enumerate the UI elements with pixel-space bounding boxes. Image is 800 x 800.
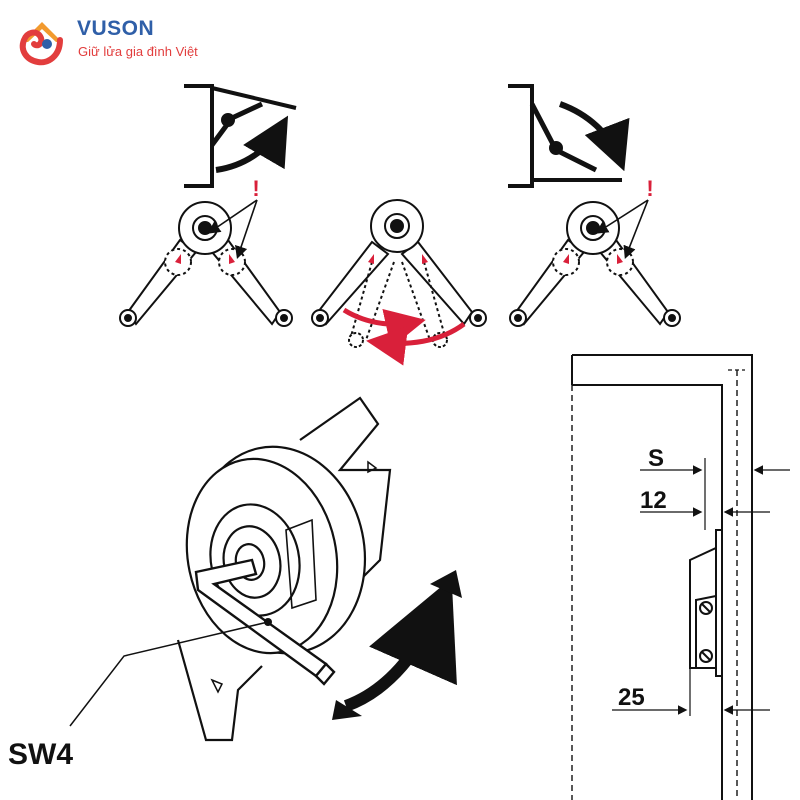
adjust-rotation-arrow-tail	[430, 570, 462, 598]
sw4-leader-line	[69, 621, 269, 727]
cabinet-section	[571, 354, 753, 800]
tool-size-label: SW4	[8, 738, 73, 771]
dimension-lines	[612, 458, 790, 716]
adjust-rotation-arrow	[343, 578, 457, 712]
adjust-rotation-arrow-head-bottom	[332, 700, 362, 720]
flap-close-icon-right	[508, 84, 630, 188]
dim-label-25: 25	[618, 684, 645, 711]
hinge-adjustment-closeup	[176, 396, 392, 742]
logo-swirl-red	[19, 29, 63, 66]
dim-label-s: S	[648, 445, 664, 472]
hinge-diagram-left	[119, 199, 293, 327]
warning-mark-left: !	[252, 176, 259, 201]
warning-mark-right: !	[646, 176, 653, 201]
dim-label-12: 12	[640, 487, 667, 514]
logo-house-orange	[22, 22, 62, 42]
brand-name: VUSON	[77, 17, 155, 40]
logo-dot	[42, 39, 52, 49]
brand-tagline: Giữ lửa gia đình Việt	[78, 44, 198, 59]
vuson-logo	[19, 22, 63, 66]
rotation-arrows-red	[342, 307, 466, 366]
hinge-diagram-right	[509, 199, 681, 327]
flap-open-icon-left	[184, 84, 297, 188]
hinge-plate-side-view	[689, 529, 723, 677]
